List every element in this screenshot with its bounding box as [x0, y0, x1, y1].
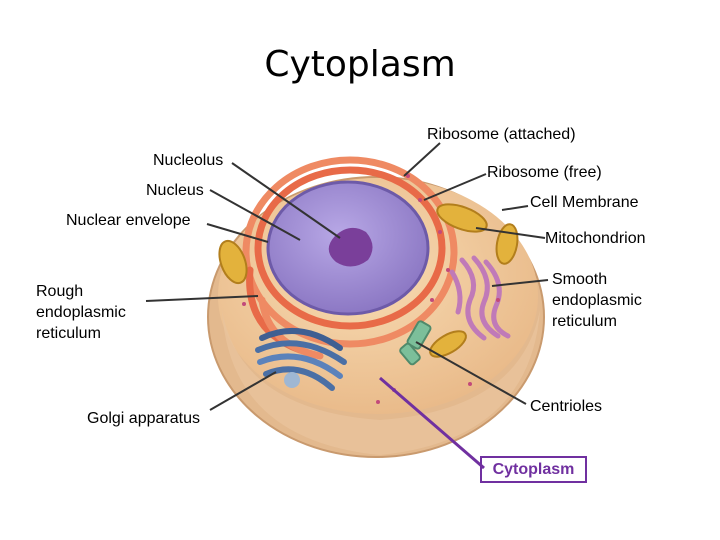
cytoplasm-highlight-label: Cytoplasm: [480, 456, 587, 483]
label-centrioles: Centrioles: [530, 398, 603, 415]
leader-nucleus: [209, 189, 301, 241]
label-cell-membrane: Cell Membrane: [530, 194, 639, 211]
leader-ribosome-free: [423, 173, 487, 201]
leader-rough-er: [145, 295, 259, 302]
leader-nucleolus: [231, 162, 341, 239]
label-golgi-apparatus: Golgi apparatus: [87, 410, 200, 427]
leader-cell-membrane: [501, 205, 529, 211]
label-rough-er: Rough endoplasmic reticulum: [36, 283, 126, 342]
leader-cytoplasm: [379, 376, 485, 470]
leader-centrioles: [415, 341, 527, 405]
slide-title: Cytoplasm: [264, 44, 456, 85]
leader-mitochondrion: [475, 227, 546, 239]
label-ribosome-attached: Ribosome (attached): [427, 126, 576, 143]
rough-er: [242, 156, 458, 360]
label-nuclear-envelope: Nuclear envelope: [66, 212, 191, 229]
smooth-er: [449, 255, 511, 341]
leader-lines: [145, 142, 549, 470]
leader-golgi: [209, 371, 277, 411]
label-ribosome-free: Ribosome (free): [487, 164, 602, 181]
centrioles: [399, 320, 432, 366]
leader-smooth-er: [491, 279, 549, 287]
nucleus: [266, 180, 430, 316]
leader-nuclear-envelope: [206, 223, 269, 243]
label-smooth-er: Smooth endoplasmic reticulum: [552, 271, 642, 330]
label-mitochondrion: Mitochondrion: [545, 230, 646, 247]
label-nucleolus: Nucleolus: [153, 152, 224, 169]
golgi-apparatus: [255, 327, 347, 391]
label-nucleus: Nucleus: [146, 182, 204, 199]
leader-ribosome-attached: [403, 142, 441, 177]
